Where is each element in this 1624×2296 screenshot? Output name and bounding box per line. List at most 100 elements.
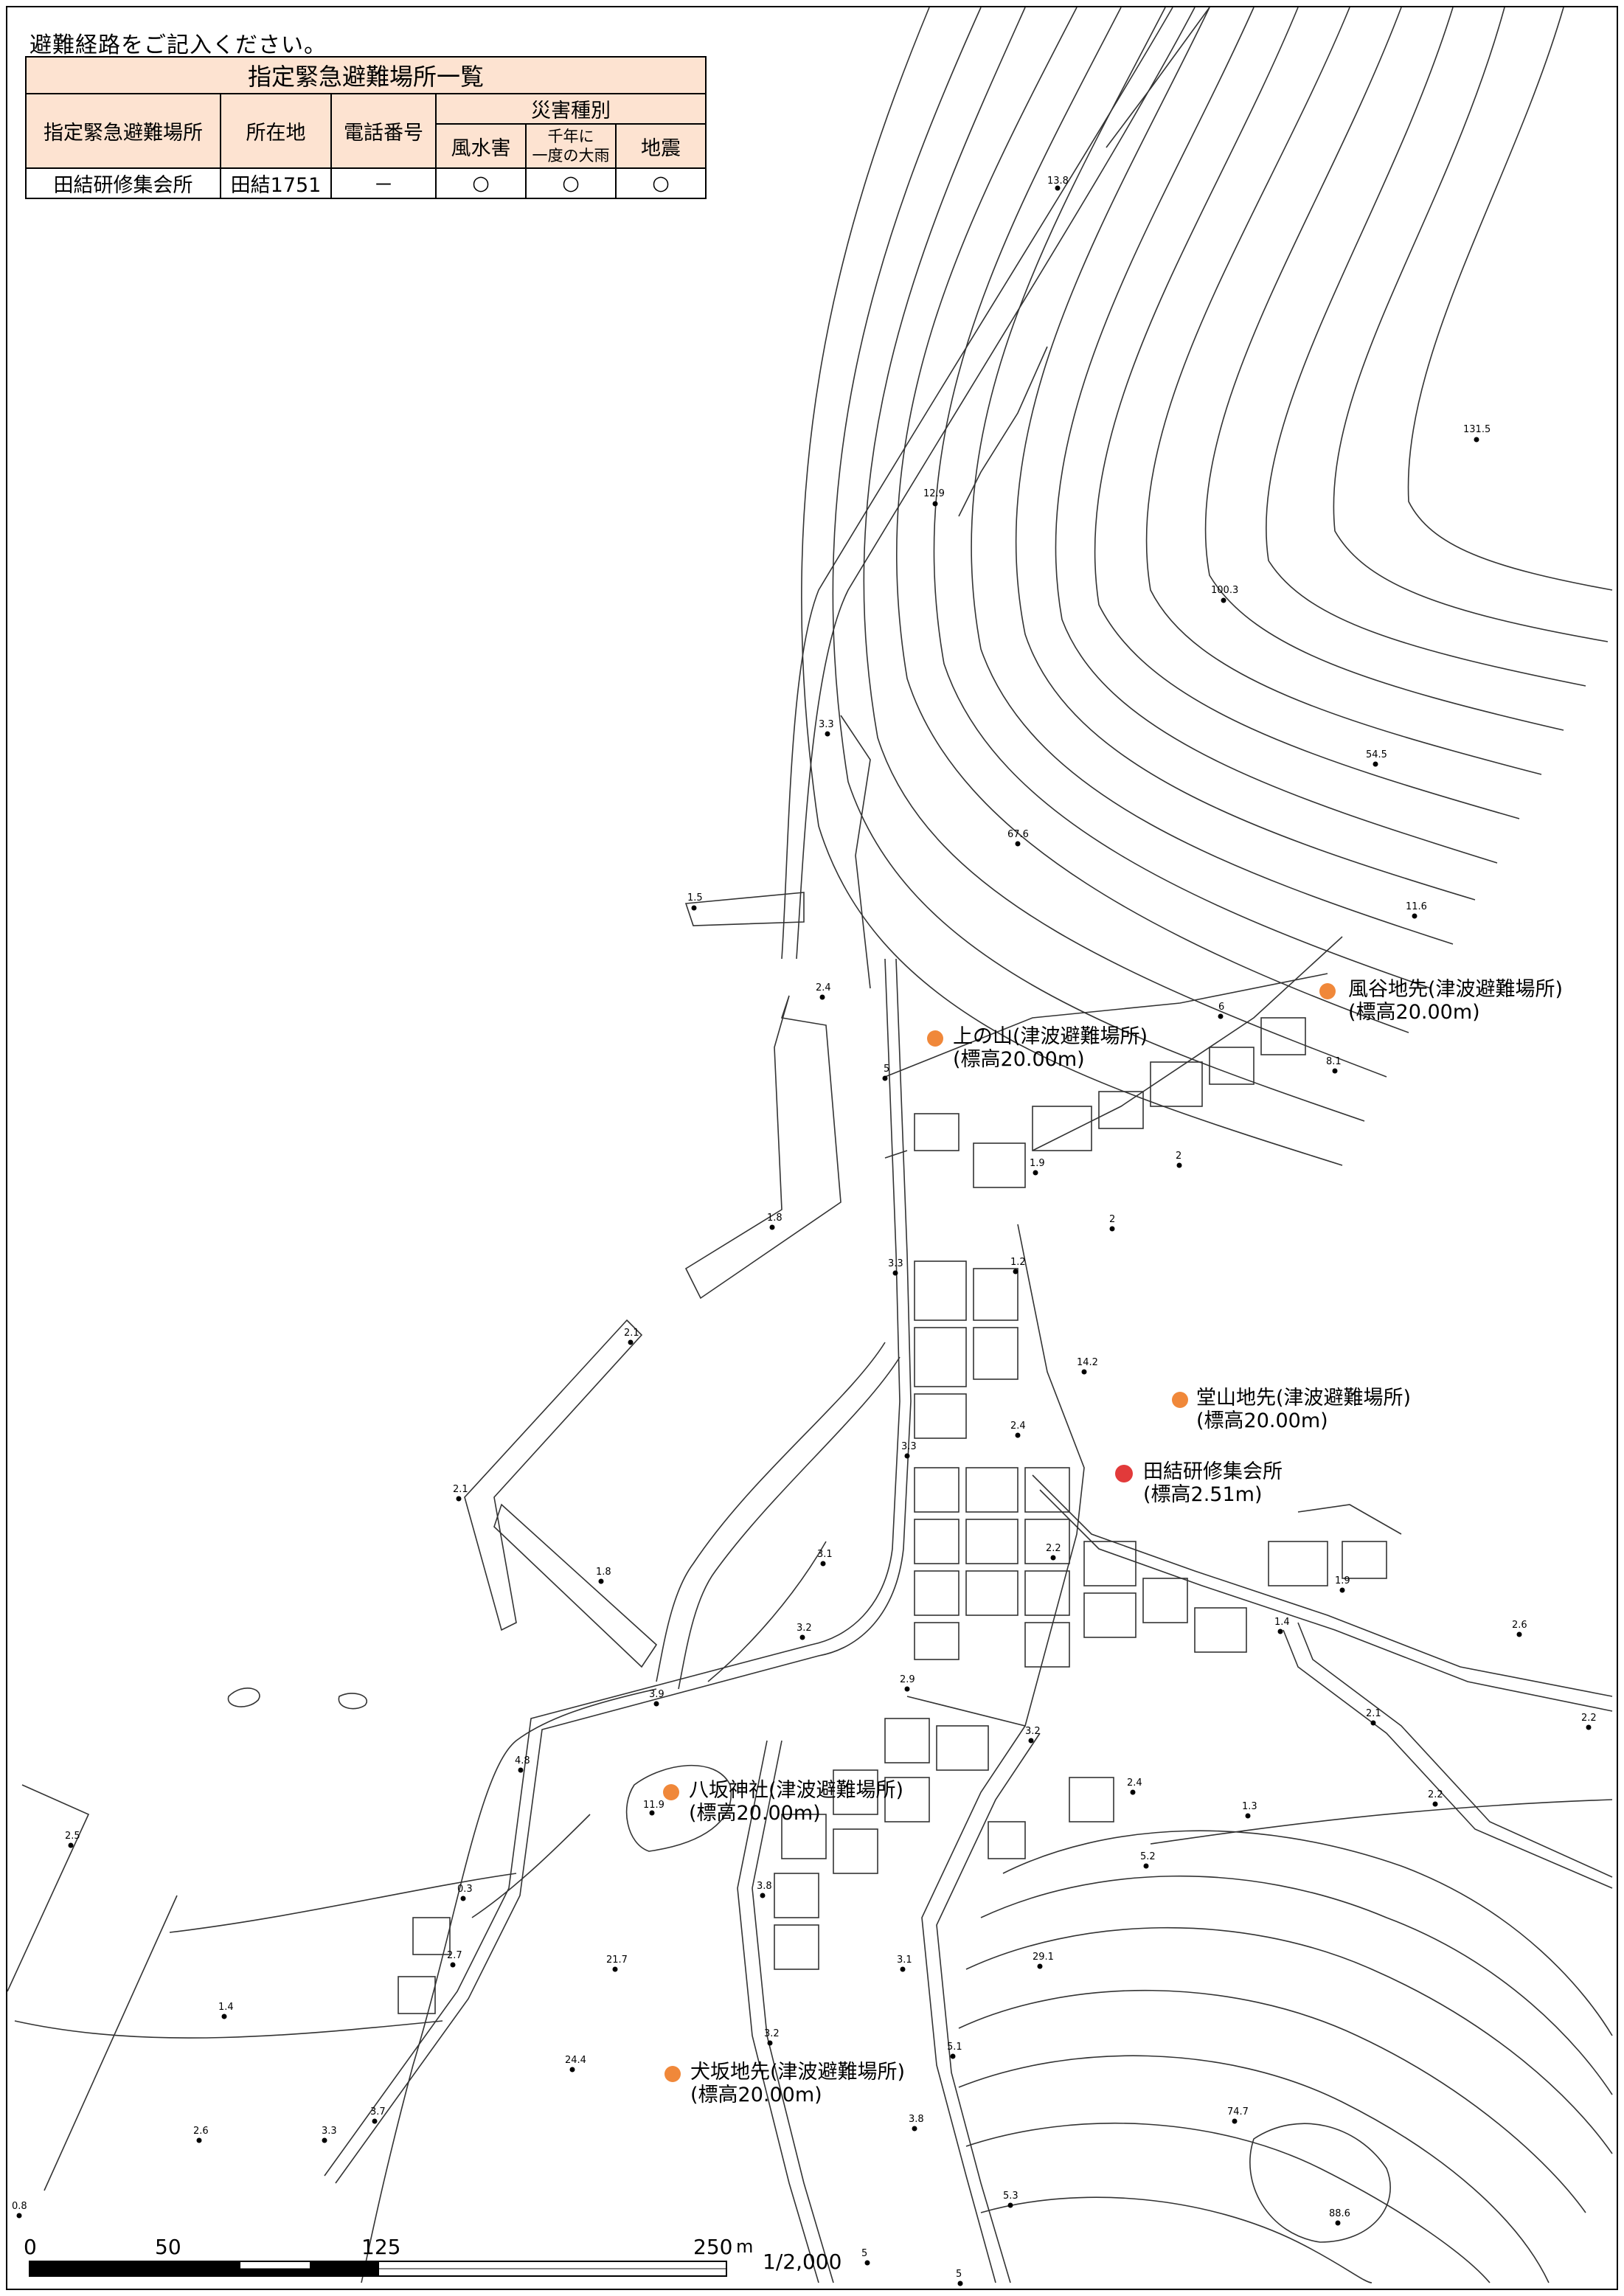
elevation-dot <box>1586 1724 1592 1730</box>
spot-height-label: 3.2 <box>764 2028 780 2039</box>
terrace-wall <box>707 1541 827 1682</box>
contour-line <box>1002 1830 1613 2036</box>
shelter-marker-doyama[interactable] <box>1172 1392 1188 1408</box>
spot-height-label: 2.7 <box>447 1950 462 1961</box>
building <box>1209 1047 1255 1085</box>
shelter-marker-inusaka[interactable] <box>664 2066 681 2082</box>
building <box>1024 1467 1070 1513</box>
shelter-label-inusaka: 犬坂地先(津波避難場所) (標高20.00m) <box>690 2061 905 2106</box>
elevation-dot <box>912 2126 917 2132</box>
contour-line <box>801 7 1343 1166</box>
shelter-label-yasaka: 八坂神社(津波避難場所) (標高20.00m) <box>689 1779 903 1825</box>
elevation-dot <box>760 1893 766 1898</box>
rock <box>227 1688 260 1707</box>
terrace-wall <box>840 715 871 989</box>
spot-height-label: 88.6 <box>1329 2208 1350 2219</box>
shelter-elevation: (標高2.51m) <box>1143 1483 1263 1506</box>
contour-line <box>1249 2123 1391 2243</box>
spot-height-label: 11.9 <box>643 1800 664 1811</box>
spot-height-label: 2.2 <box>1046 1543 1061 1554</box>
heavy-rain-line-1: 千年に <box>547 128 594 145</box>
elevation-dot <box>221 2014 227 2019</box>
building <box>1024 1622 1070 1668</box>
shelter-marker-tai-kenshu[interactable] <box>1115 1465 1133 1482</box>
scale-tick-50: 50 <box>155 2235 181 2259</box>
elevation-dot <box>1373 761 1378 767</box>
spot-height-label: 1.9 <box>1030 1158 1045 1169</box>
shoreline <box>361 1688 657 2283</box>
building <box>936 1725 989 1771</box>
shelter-label-doyama: 堂山地先(津波避難場所) (標高20.00m) <box>1196 1387 1411 1432</box>
contour-line <box>971 7 1454 945</box>
building <box>1083 1541 1137 1586</box>
elevation-dot <box>1130 1789 1136 1795</box>
spot-height-label: 14.2 <box>1077 1357 1098 1368</box>
spot-height-label: 2.6 <box>1512 1620 1527 1631</box>
building <box>914 1260 967 1321</box>
building <box>884 1777 930 1822</box>
spot-height-label: 2.2 <box>1581 1713 1597 1724</box>
contour-line <box>933 7 1432 989</box>
elevation-dot <box>1332 1068 1338 1074</box>
spot-height-label: 2 <box>1176 1151 1182 1162</box>
shelter-elevation: (標高20.00m) <box>1196 1409 1328 1432</box>
elevation-dot <box>825 731 830 737</box>
building <box>973 1327 1019 1380</box>
shelter-marker-kazetani[interactable] <box>1319 983 1336 999</box>
shelter-marker-uenoyama[interactable] <box>927 1030 943 1047</box>
cell-location: 田結1751 <box>220 167 332 199</box>
shelter-label-tai-kenshu: 田結研修集会所 (標高2.51m) <box>1143 1460 1283 1506</box>
elevation-dot <box>1232 2118 1238 2124</box>
shrine-outline <box>625 1764 732 1852</box>
spot-height-label: 1.8 <box>596 1567 611 1578</box>
road <box>335 958 912 2184</box>
spot-height-label: 2.4 <box>1010 1421 1026 1432</box>
contour-line <box>1333 7 1609 642</box>
col-header-hazard-type: 災害種別 <box>435 93 707 125</box>
spot-height-label: 5 <box>861 2248 868 2259</box>
col-header-location: 所在地 <box>220 93 332 169</box>
scale-ratio: 1/2,000 <box>763 2250 842 2274</box>
shelter-elevation: (標高20.00m) <box>689 1802 821 1825</box>
elevation-dot <box>456 1496 462 1502</box>
elevation-dot <box>932 501 938 507</box>
elevation-dot <box>1221 597 1226 603</box>
spot-height-label: 74.7 <box>1227 2106 1249 2118</box>
harbor-pier <box>684 892 805 926</box>
contour-line <box>958 2055 1550 2283</box>
shelter-label-uenoyama: 上の山(津波避難場所) (標高20.00m) <box>953 1025 1148 1071</box>
elevation-dot <box>450 1962 456 1968</box>
spot-height-label: 6 <box>1218 1002 1225 1013</box>
building <box>1024 1570 1070 1616</box>
elevation-dot <box>16 2213 22 2219</box>
building <box>774 1873 819 1918</box>
elevation-dot <box>799 1634 805 1640</box>
contour-line <box>1145 7 1542 775</box>
road <box>884 973 1328 1078</box>
road <box>1297 1622 1613 1878</box>
building <box>965 1570 1019 1616</box>
building <box>914 1393 967 1439</box>
breakwater <box>493 1503 658 1668</box>
shelter-marker-yasaka[interactable] <box>663 1784 679 1800</box>
building <box>973 1142 1026 1188</box>
building <box>1150 1061 1203 1107</box>
building <box>833 1828 878 1874</box>
spot-height-label: 1.5 <box>687 892 703 904</box>
building <box>884 1718 930 1763</box>
harbor-pier <box>684 995 842 1300</box>
shelter-elevation: (標高20.00m) <box>953 1048 1085 1071</box>
elevation-dot <box>1015 841 1021 847</box>
col-header-name: 指定緊急避難場所 <box>25 93 221 169</box>
spot-height-label: 3.3 <box>901 1441 917 1452</box>
col-header-phone: 電話番号 <box>330 93 437 169</box>
spot-height-label: 3.7 <box>370 2106 386 2118</box>
cell-flood: ○ <box>435 167 527 199</box>
contour-line <box>895 7 1409 1033</box>
spot-height-label: 54.5 <box>1366 749 1387 760</box>
elevation-dot <box>1050 1555 1056 1561</box>
spot-height-label: 24.4 <box>565 2055 586 2066</box>
elevation-dot <box>1028 1738 1034 1744</box>
building <box>914 1113 960 1151</box>
